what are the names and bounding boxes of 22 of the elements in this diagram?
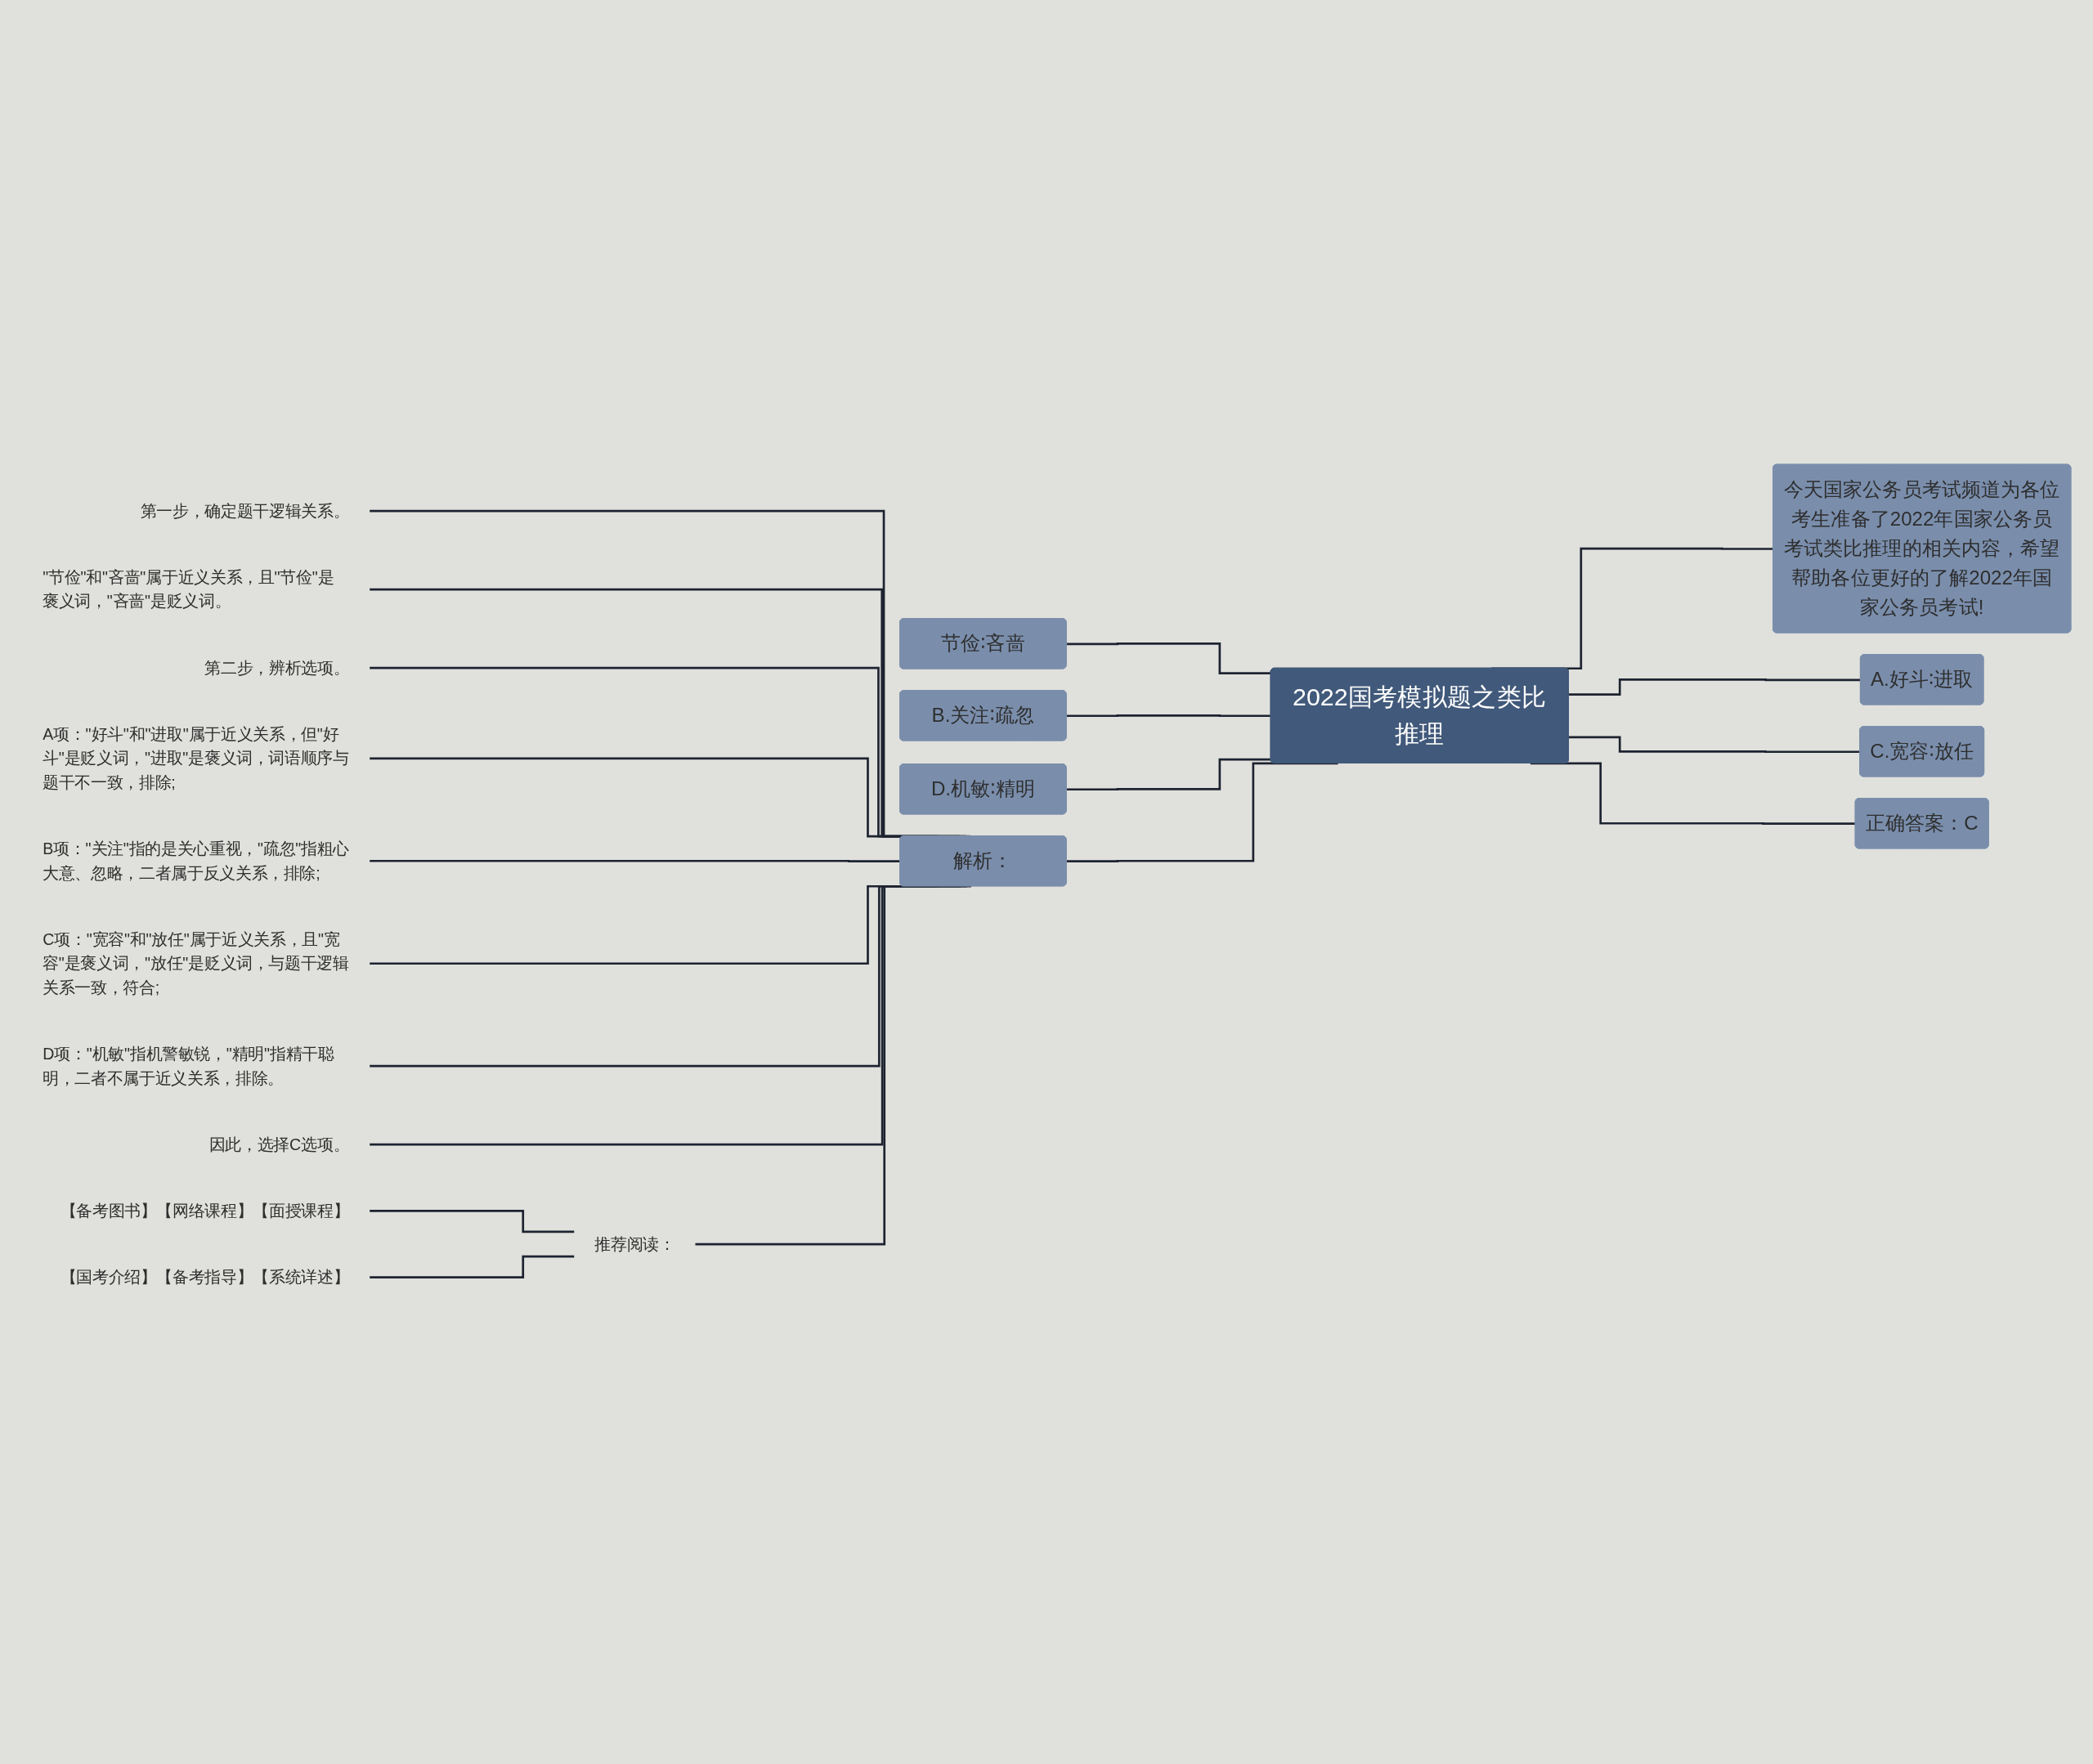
- connector: [370, 859, 900, 862]
- node-text: D项："机敏"指机警敏锐，"精明"指精干聪明，二者不属于近义关系，排除。: [43, 1045, 334, 1088]
- node-text: 【国考介绍】【备考指导】【系统详述】: [60, 1268, 350, 1287]
- node-text: "节俭"和"吝啬"属于近义关系，且"节俭"是褒义词，"吝啬"是贬义词。: [43, 568, 334, 611]
- node-text: 【备考图书】【网络课程】【面授课程】: [60, 1202, 350, 1220]
- node-text: 第二步，辨析选项。: [204, 658, 350, 678]
- connector: [1066, 758, 1271, 791]
- node-text: C项："宽容"和"放任"属于近义关系，且"宽容"是褒义词，"放任"是贬义词，与题干逻辑关系一致，符合;: [43, 930, 349, 997]
- node-text: 因此，选择C选项。: [208, 1135, 350, 1154]
- connector: [1568, 736, 1861, 754]
- node-text: 第一步，确定题干逻辑关系。: [140, 501, 350, 521]
- connector: [1066, 642, 1271, 674]
- node-text: B项："关注"指的是关心重视，"疏忽"指粗心大意、忽略，二者属于反义关系，排除;: [43, 839, 350, 883]
- node-text: 推荐阅读：: [594, 1234, 675, 1254]
- connector: [695, 884, 971, 1246]
- connector: [1530, 762, 1856, 825]
- connector: [370, 1210, 575, 1233]
- connector: [370, 1255, 575, 1278]
- connector: [1568, 678, 1861, 696]
- connector: [1066, 714, 1271, 718]
- connector: [1066, 762, 1338, 862]
- node-text: A项："好斗"和"进取"属于近义关系，但"好斗"是贬义词，"进取"是褒义词，词语顺序与题干不一致，排除;: [43, 725, 349, 792]
